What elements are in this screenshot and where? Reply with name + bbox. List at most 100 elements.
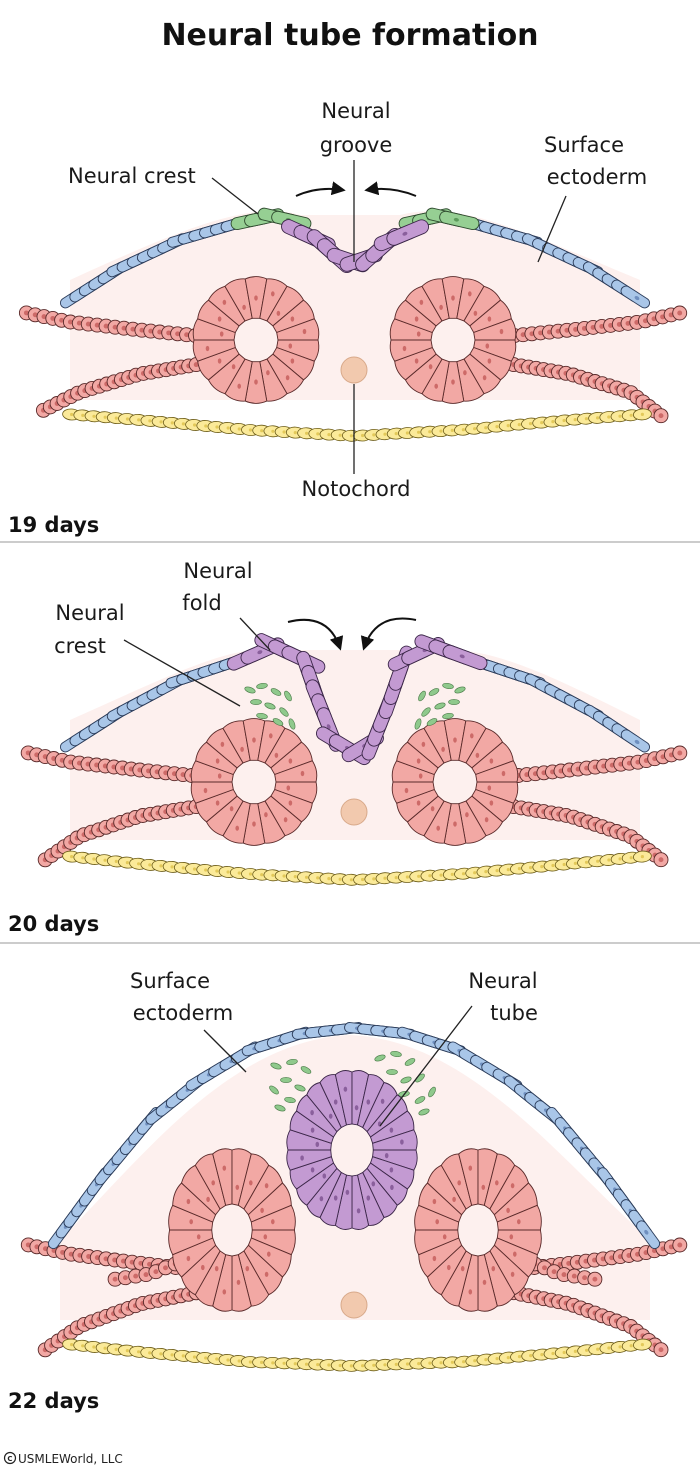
- leader-neural-crest: [211, 177, 259, 215]
- surface-ectoderm: [47, 1022, 661, 1250]
- neural-crest-cell: [404, 1058, 416, 1066]
- neural-crest-cell: [421, 707, 431, 717]
- neural-crest-cell: [286, 1058, 298, 1066]
- copyright: C USMLEWorld, LLC: [3, 1451, 123, 1466]
- day-label-22: 22 days: [8, 1389, 99, 1413]
- somite-cell: [475, 760, 519, 783]
- neural-tube-cell: [372, 1129, 418, 1151]
- ectoderm-cell: [620, 285, 651, 309]
- somite-cell: [250, 1204, 296, 1231]
- neural-crest-cell: [428, 688, 440, 696]
- neural-crest-cell: [418, 1108, 430, 1116]
- neural-crest-cell: [390, 1050, 402, 1058]
- neural-crest-cell: [454, 686, 466, 694]
- arrow-fold-right: [364, 181, 417, 197]
- label-notochord: Notochord: [302, 477, 411, 501]
- label-surface-ectoderm-line1: Surface: [544, 133, 624, 157]
- somite-cell: [496, 1204, 542, 1231]
- notochord: [340, 356, 368, 384]
- copyright-icon: [3, 1451, 17, 1465]
- paraxial-mesoderm-left: [192, 276, 320, 404]
- notochord: [340, 798, 368, 826]
- figure-title: Neural tube formation: [161, 18, 538, 53]
- neural-crest-cell: [256, 712, 268, 720]
- surface-ectoderm: [59, 652, 651, 753]
- mesoderm-layer-lower: [37, 1256, 669, 1358]
- endoderm-layer: [62, 1338, 652, 1372]
- mesoderm-layer-upper: [20, 1237, 688, 1275]
- neural-groove: [281, 219, 429, 274]
- neural-crest-cell: [250, 699, 262, 705]
- neural-crest-cell: [374, 1054, 386, 1062]
- arrow-fold-left: [295, 181, 346, 197]
- neural-crest-cell: [264, 702, 276, 710]
- label-surface-ectoderm-line2: ectoderm: [133, 1001, 234, 1025]
- neural-crest-cell: [284, 690, 292, 702]
- label-surface-ectoderm-line2: ectoderm: [547, 165, 648, 189]
- mesoderm-layer-lower: [35, 357, 669, 424]
- copyright-text: USMLEWorld, LLC: [18, 1452, 123, 1466]
- ectoderm-cell: [636, 1220, 661, 1250]
- neural-crest-cell: [280, 1077, 292, 1083]
- arrow-fold-right: [360, 617, 417, 651]
- neural-crest-cell: [244, 686, 256, 694]
- neural-folds: [226, 633, 488, 766]
- paraxial-mesoderm-right: [389, 276, 517, 404]
- neural-crest-cell: [442, 712, 454, 720]
- label-neural-groove-line2: groove: [320, 133, 393, 157]
- paraxial-mesoderm-right: [414, 1148, 542, 1312]
- label-neural-tube-line1: Neural: [468, 969, 537, 993]
- somite-cell: [276, 318, 320, 341]
- neural-crest-cell: [386, 1069, 398, 1075]
- endoderm-layer: [62, 850, 652, 886]
- label-neural-tube-line2: tube: [490, 1001, 538, 1025]
- label-neural-fold-line2: fold: [182, 591, 221, 615]
- leader-neural-tube: [379, 1005, 473, 1127]
- neural-crest-cell: [414, 718, 422, 730]
- neural-fold-cell: [442, 644, 488, 671]
- somite-cell: [473, 318, 517, 341]
- mesoderm-layer-lower: [37, 799, 669, 868]
- label-neural-fold-line1: Neural: [183, 559, 252, 583]
- neural-crest-cell: [256, 682, 268, 690]
- leader-surface-ectoderm: [537, 195, 567, 263]
- neural-crest-cell: [284, 1096, 296, 1104]
- mesoderm-layer-upper: [20, 745, 688, 783]
- endoderm-layer: [62, 408, 652, 442]
- neural-crest-cell: [272, 718, 284, 726]
- copyright-glyph: C: [7, 1455, 12, 1463]
- label-neural-crest-line2: crest: [54, 634, 106, 658]
- arrow-fold-left: [287, 618, 344, 651]
- paraxial-mesoderm-left: [190, 718, 318, 846]
- ectoderm-cell: [620, 729, 651, 753]
- neural-crest-cell: [414, 1096, 426, 1104]
- neural-crest-cell: [270, 1062, 282, 1070]
- neural-tube: [286, 1070, 418, 1230]
- neural-crest-cell: [274, 1104, 286, 1112]
- leader-neural-fold: [239, 617, 271, 651]
- somite-cell: [274, 760, 318, 783]
- day-label-20: 20 days: [8, 912, 99, 936]
- neural-crest-cell: [300, 1066, 312, 1074]
- leader-neural-crest: [123, 639, 241, 707]
- neural-crest-cell: [269, 1085, 279, 1095]
- neural-crest-cell: [279, 707, 289, 717]
- paraxial-mesoderm-left: [168, 1148, 296, 1312]
- neural-crest-cell: [428, 1086, 436, 1098]
- neural-crest-cell: [270, 688, 282, 696]
- label-surface-ectoderm-line1: Surface: [130, 969, 210, 993]
- neural-crest-cell: [400, 1076, 412, 1084]
- neural-crest-cell: [442, 682, 454, 690]
- label-neural-crest: Neural crest: [68, 164, 196, 188]
- mesoderm-layer-upper: [18, 305, 688, 344]
- panel-20-days: Neural fold Neural crest 20 days: [8, 559, 688, 936]
- neural-crest-cells: [244, 682, 466, 730]
- neural-crest-cell: [439, 210, 480, 230]
- leader-surface-ectoderm: [203, 1029, 247, 1073]
- neural-crest-cell: [418, 690, 426, 702]
- neural-crest-cell: [426, 718, 438, 726]
- neural-crest-cell: [448, 699, 460, 705]
- neural-plate-cell: [386, 219, 429, 246]
- panel-22-days: Surface ectoderm Neural tube 22 days: [8, 969, 688, 1413]
